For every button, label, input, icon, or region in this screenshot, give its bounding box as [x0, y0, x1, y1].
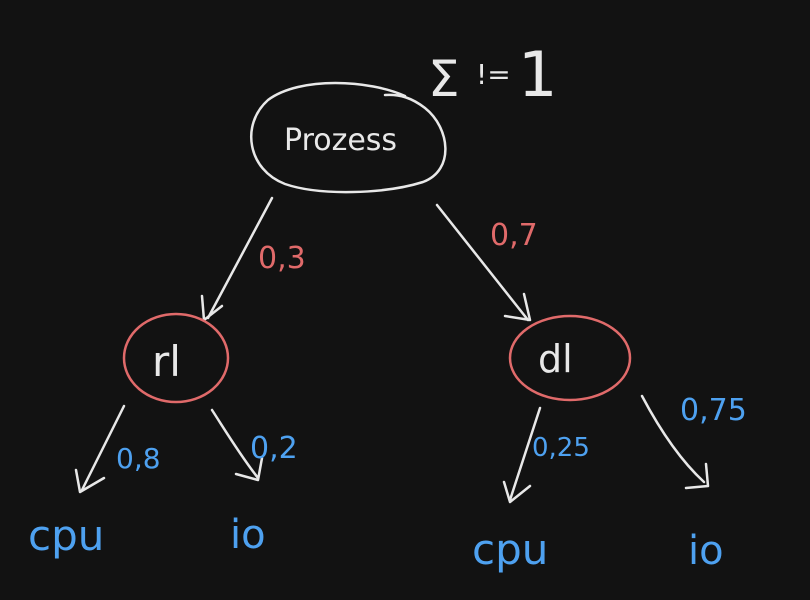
edge-root-to-dl-line	[435, 203, 530, 322]
edge-rl-to-cpu-line	[80, 404, 126, 492]
constraint-value: 1	[518, 38, 557, 111]
edge-root-to-dl: 0,7	[435, 203, 538, 322]
edge-rl-to-cpu-arrowhead	[74, 468, 106, 494]
edge-root-to-rl-prob: 0,3	[258, 241, 306, 276]
edge-rl-to-cpu: 0,8	[74, 404, 161, 494]
edge-dl-to-cpu: 0,25	[502, 406, 590, 504]
edge-dl-to-cpu-prob: 0,25	[532, 433, 590, 463]
node-dl: dl	[508, 314, 632, 402]
edge-dl-to-io-arrowhead	[684, 462, 710, 490]
edge-dl-to-cpu-line	[508, 406, 542, 502]
edge-dl-to-io-line	[640, 394, 706, 484]
edge-dl-to-io: 0,75	[640, 393, 747, 490]
node-prozess-label: Prozess	[284, 123, 397, 158]
edge-root-to-dl-prob: 0,7	[490, 218, 538, 253]
node-dl-label: dl	[538, 337, 573, 381]
node-prozess-outline	[249, 81, 447, 194]
edge-rl-to-io: 0,2	[210, 408, 298, 482]
constraint-equals-symbol: !=	[476, 58, 511, 91]
node-rl-outline	[122, 312, 230, 404]
edge-rl-to-io-arrowhead	[234, 456, 264, 482]
node-prozess: Prozess	[249, 81, 447, 194]
leaf-dl-io-label: io	[688, 528, 724, 574]
node-dl-outline	[508, 314, 632, 402]
edge-rl-to-io-line	[210, 408, 260, 480]
sum-constraint: Σ != 1	[428, 38, 557, 111]
edge-rl-to-io-prob: 0,2	[250, 431, 298, 466]
node-rl-label: rl	[152, 337, 181, 386]
edge-rl-to-cpu-prob: 0,8	[116, 442, 161, 475]
edge-root-to-rl: 0,3	[200, 196, 306, 322]
edge-root-to-rl-line	[206, 196, 274, 320]
edge-dl-to-cpu-arrowhead	[502, 480, 532, 504]
node-rl: rl	[122, 312, 230, 404]
leaf-rl-cpu-label: cpu	[28, 511, 104, 560]
sigma-symbol: Σ	[428, 50, 460, 108]
edge-root-to-dl-arrowhead	[503, 292, 532, 322]
leaf-dl-cpu-label: cpu	[472, 525, 548, 574]
edge-dl-to-io-prob: 0,75	[680, 393, 747, 428]
leaf-rl-io-label: io	[230, 512, 266, 558]
